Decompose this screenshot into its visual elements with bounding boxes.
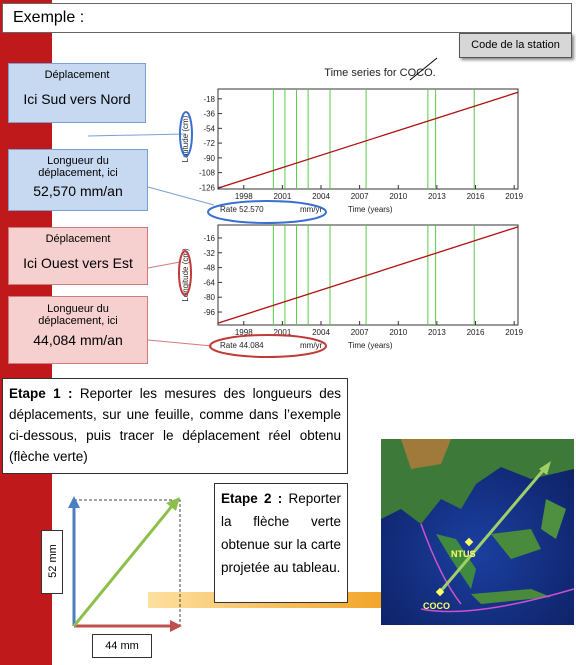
longueur-ew-label1: Longueur du xyxy=(47,303,109,315)
x-tick-label: 2010 xyxy=(389,192,407,201)
east-arrowhead xyxy=(170,620,182,632)
y-tick-label: -36 xyxy=(203,110,215,119)
etape2-box: Etape 2 : Reporter la flèche verte obten… xyxy=(214,483,348,603)
north-length-label: 52 mm xyxy=(47,544,59,578)
longueur-ew-label2: déplacement, ici xyxy=(38,315,118,327)
x-tick-label: 2019 xyxy=(505,328,523,337)
map-java xyxy=(471,589,551,604)
map-green-arrow xyxy=(438,466,548,593)
x-tick-label: 2004 xyxy=(312,328,330,337)
map-sumatra xyxy=(436,534,476,589)
x-tick-label: 2010 xyxy=(389,328,407,337)
x-axis-label: Time (years) xyxy=(348,205,393,214)
etape1-text: Reporter les mesures des longueurs des d… xyxy=(9,386,341,464)
x-tick-label: 2013 xyxy=(428,192,446,201)
y-tick-label: -72 xyxy=(203,139,215,148)
depl-ns-box: Déplacement Ici Sud vers Nord xyxy=(8,63,146,123)
y-tick-label: -54 xyxy=(203,124,215,133)
header-box: Exemple : xyxy=(2,3,572,33)
longueur-ew-box: Longueur du déplacement, ici 44,084 mm/a… xyxy=(8,296,148,364)
x-tick-label: 1998 xyxy=(235,328,253,337)
resultant-arrowhead xyxy=(166,497,180,511)
longitude-chart: -16 -32 -48 -64 -80 -96 1998 2001 2004 2007 2010 20… xyxy=(181,224,524,350)
y-tick-label: -108 xyxy=(199,169,216,178)
series-line xyxy=(217,226,519,324)
longueur-ns-label1: Longueur du xyxy=(47,155,109,167)
resultant-vector xyxy=(72,505,174,627)
x-tick-label: 2019 xyxy=(505,192,523,201)
page-title: Exemple : xyxy=(13,9,85,26)
geology-map: NTUS COCO xyxy=(381,439,574,625)
depl-ew-title: Déplacement xyxy=(45,233,111,245)
map-subduction-line xyxy=(420,588,574,613)
x-tick-label: 2001 xyxy=(273,192,291,201)
y-tick-label: -80 xyxy=(203,293,215,302)
depl-ns-value: Ici Sud vers Nord xyxy=(23,91,131,107)
map-mountains xyxy=(401,439,451,469)
north-arrowhead xyxy=(68,496,80,508)
longueur-ns-box: Longueur du déplacement, ici 52,570 mm/a… xyxy=(8,149,148,211)
y-tick-label: -90 xyxy=(203,154,215,163)
etape1-box: Etape 1 : Reporter les mesures des longu… xyxy=(2,378,348,474)
y-tick-label: -18 xyxy=(203,95,215,104)
etape2-text: Reporter la flèche verte obtenue sur la … xyxy=(221,491,341,575)
coco-label: COCO xyxy=(423,601,450,611)
map-plate-line xyxy=(420,523,462,605)
station-code-callout: Code de la station xyxy=(459,33,572,58)
chart-title: Time series for COCO. xyxy=(324,67,436,79)
y-tick-label: -32 xyxy=(203,249,215,258)
x-tick-label: 2016 xyxy=(467,192,485,201)
map-borneo xyxy=(491,529,541,559)
x-axis-label: Time (years) xyxy=(348,341,393,350)
longueur-ns-value: 52,570 mm/an xyxy=(33,183,123,199)
x-tick-label: 2016 xyxy=(467,328,485,337)
north-length-box: 52 mm xyxy=(41,530,63,594)
ntus-marker xyxy=(464,537,474,547)
depl-ns-title: Déplacement xyxy=(44,69,110,81)
y-tick-label: -48 xyxy=(203,264,215,273)
longueur-ew-value: 44,084 mm/an xyxy=(33,332,123,348)
y-tick-label: -96 xyxy=(203,308,215,317)
x-tick-label: 2013 xyxy=(428,328,446,337)
longueur-ns-label2: déplacement, ici xyxy=(38,167,118,179)
map-philippines xyxy=(541,499,566,539)
series-line xyxy=(217,91,519,189)
depl-ew-value: Ici Ouest vers Est xyxy=(23,255,133,271)
x-tick-label: 2004 xyxy=(312,192,330,201)
y-tick-label: -64 xyxy=(203,278,215,287)
x-tick-label: 2007 xyxy=(351,328,369,337)
east-length-label: 44 mm xyxy=(92,634,152,658)
x-tick-label: 2007 xyxy=(351,192,369,201)
x-tick-label: 1998 xyxy=(235,192,253,201)
etape1-heading: Etape 1 : xyxy=(9,386,73,401)
etape2-heading: Etape 2 : xyxy=(221,491,283,506)
ntus-label: NTUS xyxy=(451,549,476,559)
depl-ew-box: Déplacement Ici Ouest vers Est xyxy=(8,227,148,285)
y-tick-label: -16 xyxy=(203,234,215,243)
map-arrowhead xyxy=(539,461,551,475)
x-tick-label: 2001 xyxy=(273,328,291,337)
